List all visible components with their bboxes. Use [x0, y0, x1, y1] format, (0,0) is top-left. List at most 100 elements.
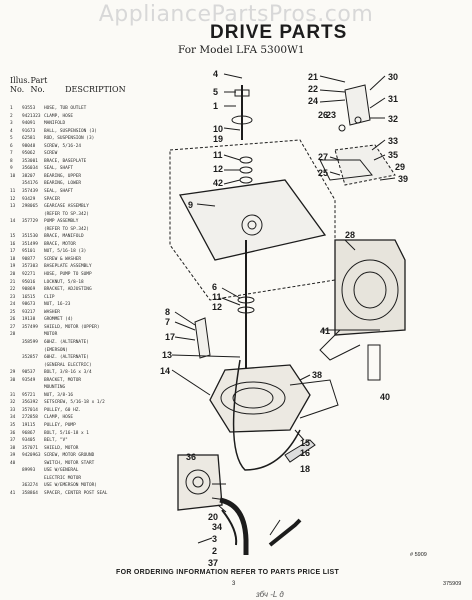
parts-number: 89993 [22, 468, 36, 474]
parts-description: NUT, 5/16-18 (3) [44, 249, 87, 255]
parts-key: 34 [10, 415, 16, 421]
parts-number: 357071 [22, 445, 38, 451]
motor [334, 239, 406, 336]
callout-39: 39 [398, 174, 408, 184]
parts-description: PULLEY, 60 HZ. [44, 407, 82, 413]
parts-description: BASEPLATE ASSEMBLY [44, 264, 92, 270]
callout-41: 41 [320, 326, 330, 336]
parts-row: ELECTRIC MOTOR [10, 475, 170, 483]
parts-description: WASHER [44, 309, 60, 315]
header-part-no: No. [30, 85, 45, 94]
parts-number: 356034 [22, 166, 38, 172]
parts-number: 90537 [22, 370, 36, 376]
parts-number: 62581 [22, 136, 36, 142]
parts-description: LOCKNUT, 5/8-18 [44, 279, 84, 285]
parts-number: 357499 [22, 324, 38, 330]
parts-key: 13 [10, 204, 16, 210]
callout-23: 23 [326, 110, 336, 120]
parts-key: 19 [10, 264, 16, 270]
callout-22: 22 [308, 84, 318, 94]
parts-number: 358864 [22, 490, 38, 496]
parts-description: SCREW & WASHER [44, 256, 82, 262]
parts-number: 90869 [22, 287, 36, 293]
parts-number: 98673 [22, 302, 36, 308]
parts-description: MOTOR [44, 332, 58, 338]
parts-number: 352857 [22, 355, 38, 361]
parts-number: 93549 [22, 377, 36, 383]
parts-description: BELT, "V" [44, 438, 68, 444]
parts-key: 17 [10, 249, 16, 255]
parts-key: 20 [10, 272, 16, 278]
parts-description: (EMERSON) [44, 347, 68, 353]
callout-24: 24 [308, 96, 318, 106]
callout-11: 11 [212, 292, 222, 302]
parts-number: 358599 [22, 339, 38, 345]
parts-number: 357014 [22, 407, 38, 413]
parts-key: 3 [10, 121, 13, 127]
parts-number: 93553 [22, 106, 36, 111]
parts-description: 60HZ. (ALTERNATE) [44, 355, 89, 361]
parts-key: 37 [10, 438, 16, 444]
parts-number: 9420963 [22, 453, 41, 459]
ordering-footer: FOR ORDERING INFORMATION REFER TO PARTS … [116, 569, 340, 576]
parts-key: 36 [10, 430, 16, 436]
parts-number: 353001 [22, 158, 38, 164]
parts-key: 40 [10, 460, 16, 466]
parts-key: 10 [10, 173, 16, 179]
parts-description: PUMP ASSEMBLY [44, 219, 79, 225]
callout-26: 26 [318, 110, 328, 120]
parts-description: SHIELD, MOTOR [44, 445, 79, 451]
parts-number: 356392 [22, 400, 38, 406]
callout-15: 15 [300, 438, 310, 448]
parts-number: 95016 [22, 279, 36, 285]
parts-number: 357439 [22, 189, 38, 195]
callout-27: 27 [318, 152, 328, 162]
parts-description: SWITCH, MOTOR START [44, 460, 95, 466]
parts-row: 28 MOTOR [10, 331, 170, 339]
parts-key: 4 [10, 128, 13, 134]
parts-key: 22 [10, 287, 16, 293]
callout-31: 31 [388, 94, 398, 104]
callout-21: 21 [308, 72, 318, 82]
parts-key: 7 [10, 151, 13, 157]
parts-description: USE W/GENERAL [44, 468, 79, 474]
parts-key: 14 [10, 219, 16, 225]
tub-outlet-hose-top [234, 89, 250, 97]
header-illus: Illus. [10, 76, 31, 85]
parts-key: 28 [10, 332, 16, 338]
parts-description: CLAMP, HOSE [44, 415, 74, 421]
parts-description: GROMMET (4) [44, 317, 74, 323]
parts-number: 16515 [22, 294, 36, 300]
header-no: No. [10, 85, 25, 94]
parts-description: BEARING, UPPER [44, 173, 82, 179]
callout-25: 25 [318, 168, 328, 178]
parts-description: HOSE, PUMP TO SUMP [44, 272, 92, 278]
parts-description: BOLT, 3/8-16 x 3/4 [44, 370, 92, 376]
parts-number: 93217 [22, 309, 36, 315]
parts-key: 32 [10, 400, 16, 406]
parts-key: 9 [10, 166, 13, 172]
baseplate-hub [241, 214, 263, 236]
parts-key: 39 [10, 453, 16, 459]
baseplate-outline [169, 139, 336, 301]
parts-description: BRACE, MOTOR [44, 241, 76, 247]
parts-number: 92271 [22, 272, 36, 278]
parts-key: 11 [10, 189, 16, 195]
parts-description: NUT, 3/8-16 [44, 392, 74, 398]
parts-number: 9421323 [22, 113, 41, 119]
page-title: DRIVE PARTS [210, 22, 348, 43]
